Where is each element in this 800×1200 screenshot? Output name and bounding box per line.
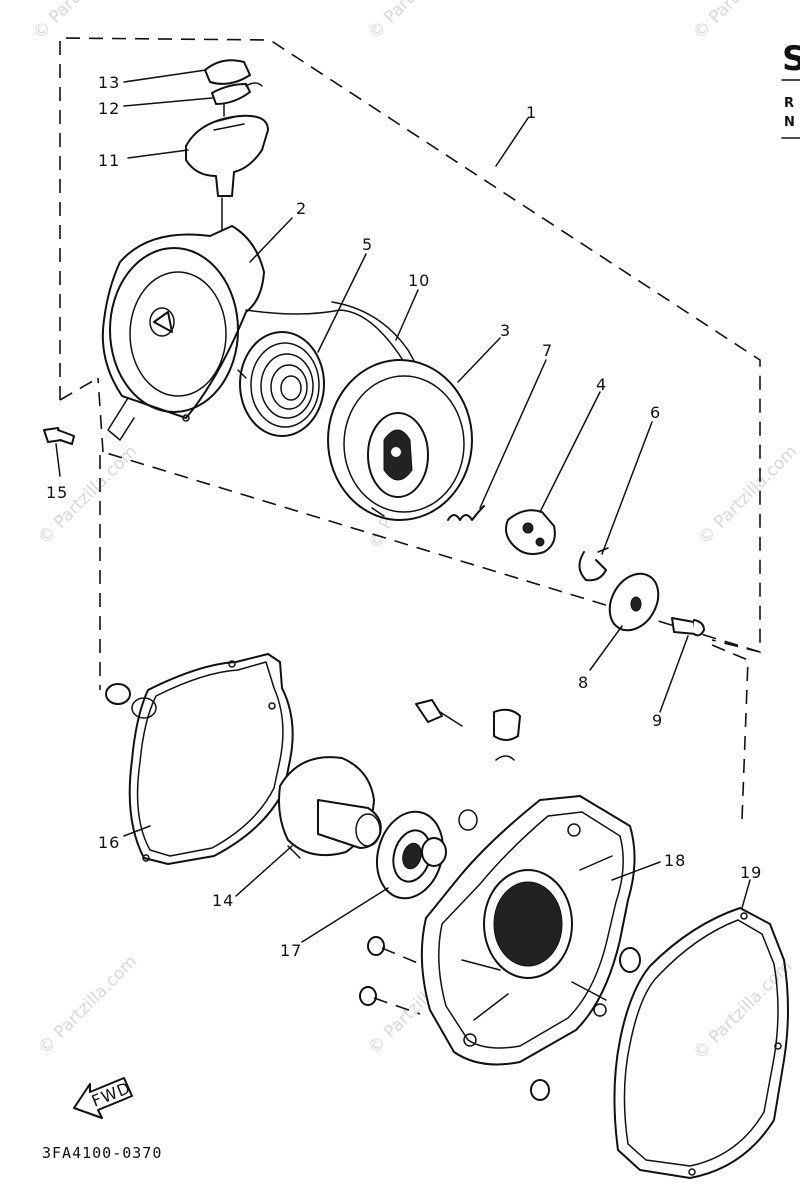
part-label-15: 15	[46, 483, 68, 502]
part-label-16: 16	[98, 833, 120, 852]
part-label-2: 2	[296, 199, 307, 218]
part-label-9: 9	[652, 711, 663, 730]
collar	[493, 708, 521, 761]
part-label-19: 19	[740, 863, 762, 882]
part-3-sheave-drum	[327, 359, 473, 521]
part-6-circlip	[578, 547, 609, 582]
cover-bolt	[415, 699, 463, 727]
bushing	[105, 683, 157, 719]
header-col-fragment: N	[784, 115, 795, 130]
part-label-10: 10	[408, 271, 430, 290]
watermark-text: © Partzilla.com	[694, 442, 800, 549]
header-title-fragment: S	[782, 39, 800, 79]
part-4-drive-pawl	[505, 509, 556, 555]
part-7-spring	[447, 505, 485, 521]
part-2-starter-case	[101, 225, 421, 441]
forward-direction-arrow: FWD	[73, 1077, 133, 1119]
mounting-guide-line	[711, 644, 749, 821]
part-label-11: 11	[98, 151, 120, 170]
watermark-layer: © Partzilla.com © Partzilla.com © Partzi…	[29, 0, 800, 1064]
diagram-code: 3FA4100-0370	[42, 1144, 162, 1162]
header-col-fragment: R	[784, 96, 794, 111]
part-number-labels: 1 2 3 4 5 6 7 8 9 10 11 12 13 14 15 16 1…	[46, 73, 762, 960]
part-label-8: 8	[578, 673, 589, 692]
assembly-boundary	[59, 37, 761, 654]
watermark-text: © Partzilla.com	[689, 0, 796, 44]
part-label-5: 5	[362, 235, 373, 254]
dowel-pin-right	[619, 947, 641, 973]
page-header-fragment: S R N	[781, 39, 800, 139]
part-18-crankcase-cover	[420, 795, 636, 1066]
part-label-1: 1	[526, 103, 537, 122]
part-16-gasket	[128, 653, 294, 865]
leader-lines	[55, 69, 751, 943]
part-label-4: 4	[596, 375, 607, 394]
part-15-screw	[43, 427, 75, 445]
part-11-starter-handle	[185, 114, 269, 233]
watermark-text: © Partzilla.com	[29, 0, 136, 44]
part-12-rope-holder	[211, 82, 263, 117]
part-label-18: 18	[664, 851, 686, 870]
watermark-text: © Partzilla.com	[364, 0, 471, 44]
bolt-18-a	[367, 936, 421, 965]
part-13-handle-cap	[204, 59, 251, 85]
part-17-oil-seal	[376, 810, 444, 900]
o-ring	[458, 809, 478, 831]
part-19-gasket	[613, 907, 789, 1179]
dowel-pin	[421, 837, 447, 867]
part-label-14: 14	[212, 891, 234, 910]
part-5-spiral-spring	[237, 331, 325, 437]
bolt-18-c	[530, 1079, 550, 1101]
bolt-18-b	[359, 986, 421, 1015]
part-label-3: 3	[500, 321, 511, 340]
part-label-12: 12	[98, 99, 120, 118]
part-8-plate	[608, 572, 660, 632]
watermark-text: © Partzilla.com	[34, 952, 141, 1059]
part-label-13: 13	[98, 73, 120, 92]
part-label-6: 6	[650, 403, 661, 422]
part-label-7: 7	[542, 341, 553, 360]
part-14-cover-boss	[278, 756, 382, 859]
part-9-bolt	[671, 617, 705, 637]
part-label-17: 17	[280, 941, 302, 960]
